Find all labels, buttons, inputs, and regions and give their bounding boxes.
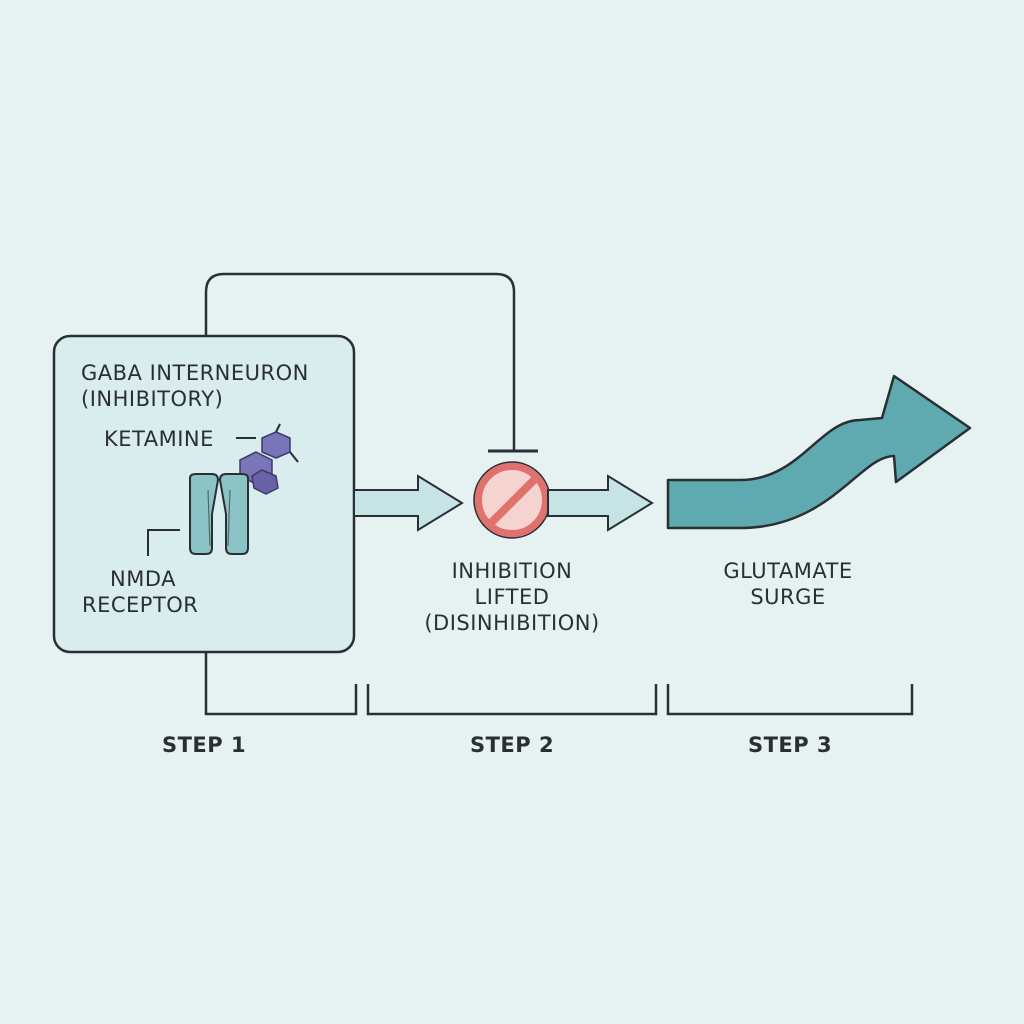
interneuron-label-line2: (INHIBITORY) xyxy=(81,387,224,411)
inhibition-label-line2: LIFTED xyxy=(474,585,550,609)
interneuron-label-line1: GABA INTERNEURON xyxy=(81,361,309,385)
step-1-label: STEP 1 xyxy=(161,733,247,757)
nmda-receptor-label: NMDA xyxy=(110,566,176,592)
interneuron-label: GABA INTERNEURON (INHIBITORY) xyxy=(81,360,309,412)
ketamine-label: KETAMINE xyxy=(104,427,214,451)
inhibition-label-line1: INHIBITION xyxy=(451,559,573,583)
nmda-label-line1: NMDA xyxy=(110,567,176,591)
step-3-bracket xyxy=(666,684,914,716)
step-1-bracket xyxy=(204,652,358,716)
arrow-block-to-glutamate xyxy=(547,474,654,532)
arrow-box-to-block xyxy=(353,474,464,532)
inhibitory-feedback-line xyxy=(204,272,516,450)
nmda-receptor-icon xyxy=(189,473,249,555)
nmda-receptor-label-2: RECEPTOR xyxy=(82,593,199,617)
glutamate-label-line2: SURGE xyxy=(750,585,826,609)
inhibition-label-line3: (DISINHIBITION) xyxy=(424,611,600,635)
no-entry-icon xyxy=(473,461,551,539)
step-2-label: STEP 2 xyxy=(469,733,555,757)
step-2-bracket xyxy=(366,684,658,716)
glutamate-surge-arrow xyxy=(666,374,972,530)
glutamate-surge-label: GLUTAMATE SURGE xyxy=(723,558,852,610)
nmda-leader-line xyxy=(147,529,180,556)
inhibition-lifted-label: INHIBITION LIFTED (DISINHIBITION) xyxy=(424,558,599,636)
glutamate-label-line1: GLUTAMATE xyxy=(723,559,853,583)
step-3-label: STEP 3 xyxy=(747,733,833,757)
